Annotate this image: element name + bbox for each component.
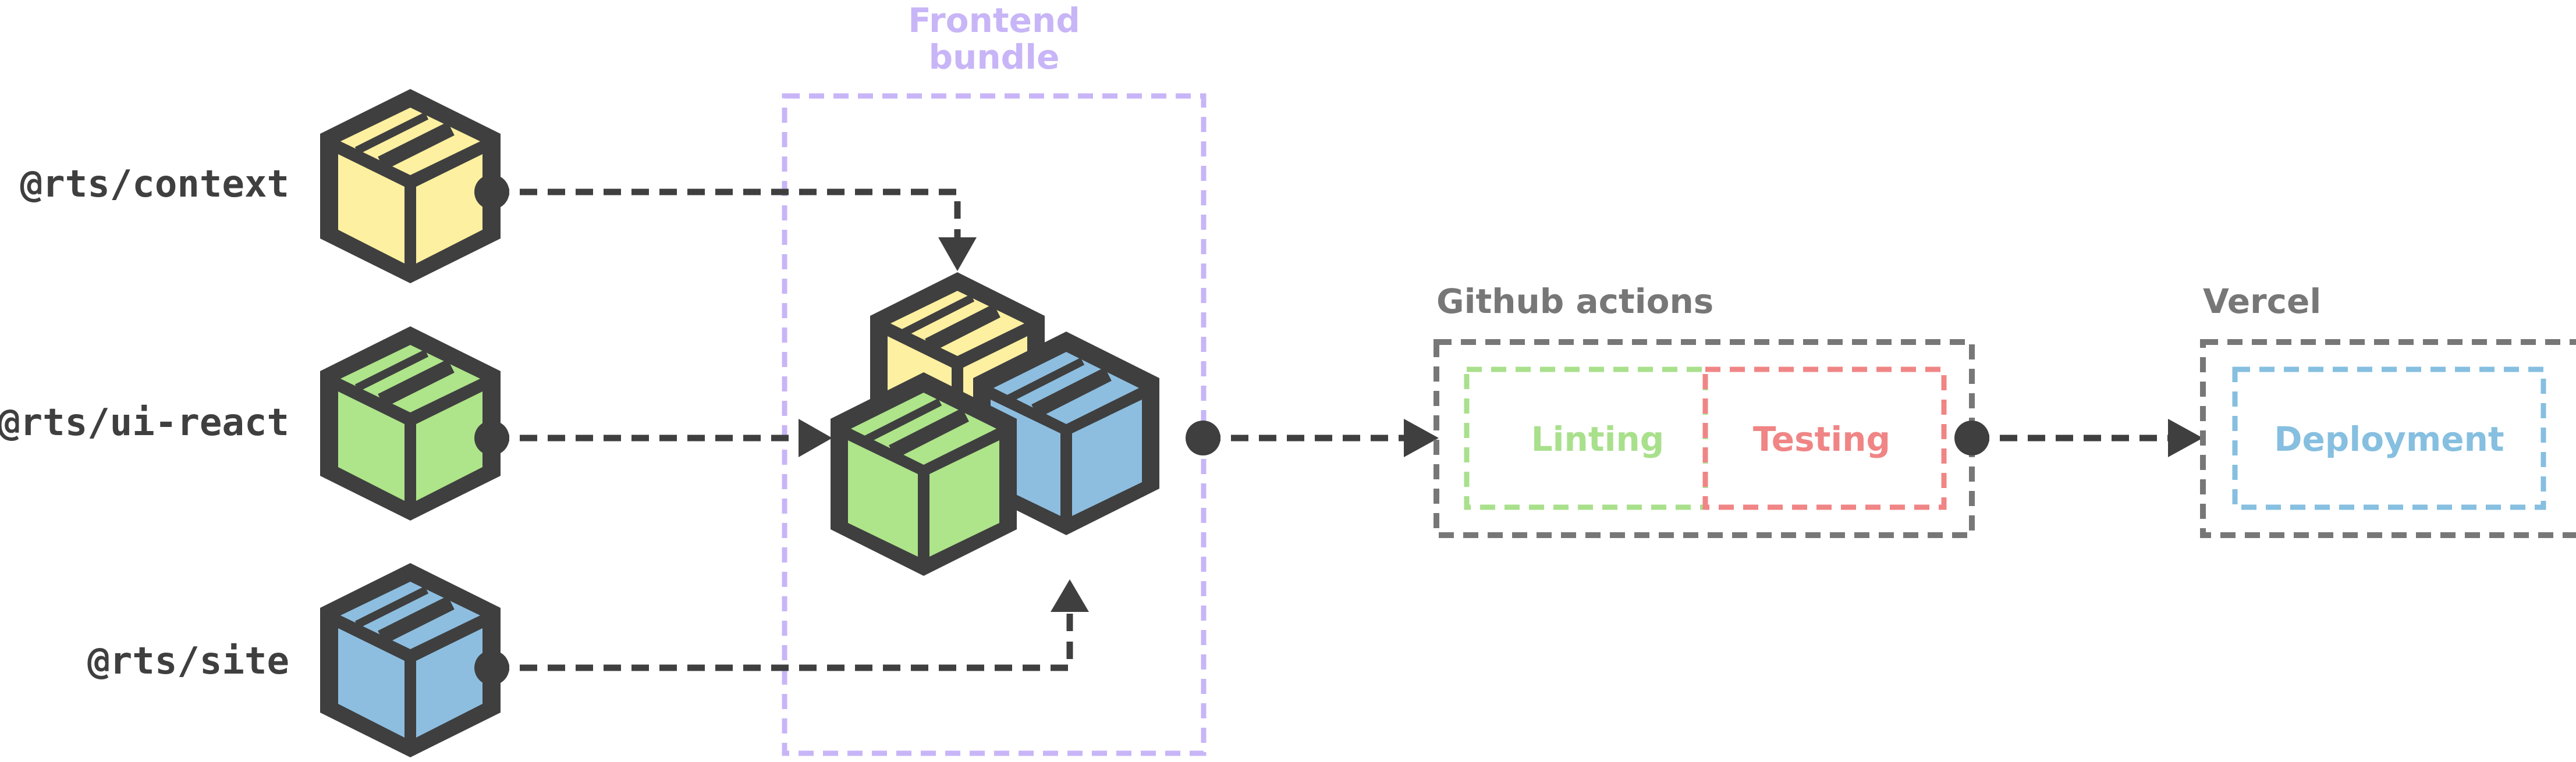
linting-step-boundary [1464, 366, 1708, 510]
package-label-context: @rts/context [20, 163, 289, 206]
github-actions-title: Github actions [1436, 282, 1713, 321]
package-box-icon-ui-react [320, 326, 501, 521]
package-label-site: @rts/site [87, 640, 289, 683]
deployment-step-boundary [2232, 366, 2546, 510]
linting-step-label: Linting [1531, 419, 1665, 459]
vercel-title: Vercel [2203, 282, 2321, 321]
connector-bundle-to-github-actions [1186, 419, 1439, 457]
vercel-boundary [2200, 339, 2576, 538]
connector-ui-react-to-bundle [474, 419, 832, 457]
connector-github-actions-to-vercel [1954, 419, 2203, 457]
frontend-bundle-title-line2: bundle [929, 37, 1060, 77]
frontend-bundle-title-line1: Frontend [908, 1, 1080, 40]
package-label-ui-react: @rts/ui-react [0, 401, 289, 444]
package-box-icon-context [320, 89, 501, 283]
connector-site-to-bundle [474, 579, 1089, 685]
bundled-box-icon-ui-react [831, 372, 1017, 576]
deployment-step-label: Deployment [2274, 419, 2504, 459]
connector-context-to-bundle [474, 175, 977, 271]
testing-step-boundary [1702, 366, 1947, 510]
testing-step-label: Testing [1753, 419, 1890, 459]
package-box-icon-site [320, 563, 501, 757]
bundled-box-icon-site [973, 332, 1159, 535]
